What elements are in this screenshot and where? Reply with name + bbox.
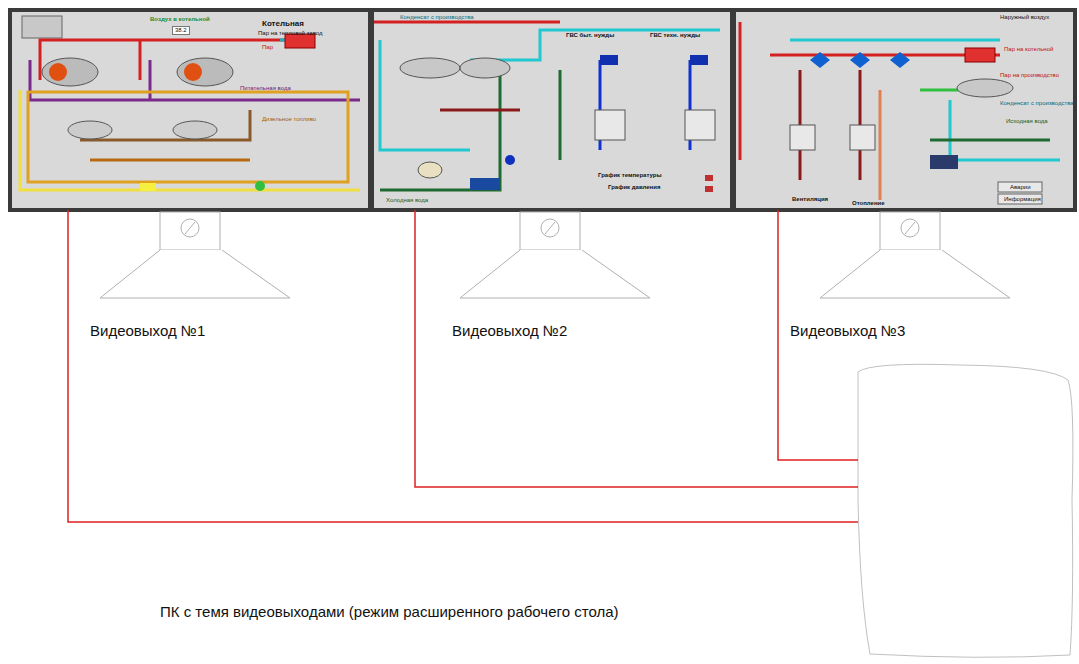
screen-label: ГВС техн. нужды [650,32,700,39]
caption-text: ПК с темя видеовыходами (режим расширенн… [160,603,618,620]
video-cable [68,210,858,522]
screen-label: Исходная вода [1006,118,1048,125]
scada-equipment [400,55,715,192]
scada-equipment [790,48,1042,204]
screen [736,12,1073,208]
screen-label: Конденсат с производства [1000,100,1074,107]
output-label: Видеовыход №2 [452,322,567,339]
screen-label: Информация [1004,196,1041,203]
screen-label: График давления [608,184,660,191]
screen-label: Конденсат с производства [400,14,474,21]
scada-pipes [374,22,720,190]
screen-label: Пар на котельной [1004,46,1053,53]
video-cable [415,210,858,487]
boilers [42,34,315,191]
output-label: Видеовыход №3 [790,322,905,339]
screen-label: Вентиляция [792,196,828,203]
value-readout: 38.2 [172,26,190,35]
screen-label: График температуры [598,172,662,179]
screen-label: Котельная [262,20,304,27]
pc-case [858,364,1073,657]
screen-label: Воздух в котельной [150,16,210,23]
screen-label: Холодная вода [386,197,428,204]
monitor: Видеовыход №2 [370,10,732,210]
screen-label: Пар на тепловой завод [258,30,323,37]
screen-label: Пар [262,44,273,51]
monitor: Видеовыход №3 [732,10,1075,210]
screen-label: Отопление [852,200,885,207]
screen-label: Питательная вода [240,85,291,92]
monitor: Видеовыход №1 [10,10,370,210]
screen [12,12,368,208]
screen-label: ГВС быт. нужды [566,32,614,39]
screen-label: Дизельное топливо [262,116,316,123]
scada-pipes [20,16,360,190]
screen-label: Наружный воздух [1000,14,1049,21]
screen [374,12,730,208]
monitor-stands [100,212,1010,298]
screen-label: Аварии [1010,184,1031,191]
bezel [8,8,1077,212]
pc-unit: ПК с темя видеовыходами (режим расширенн… [856,365,1074,657]
screen-label: Пар на производство [1000,72,1059,79]
output-label: Видеовыход №1 [90,322,205,339]
scada-pipes [740,22,1060,200]
